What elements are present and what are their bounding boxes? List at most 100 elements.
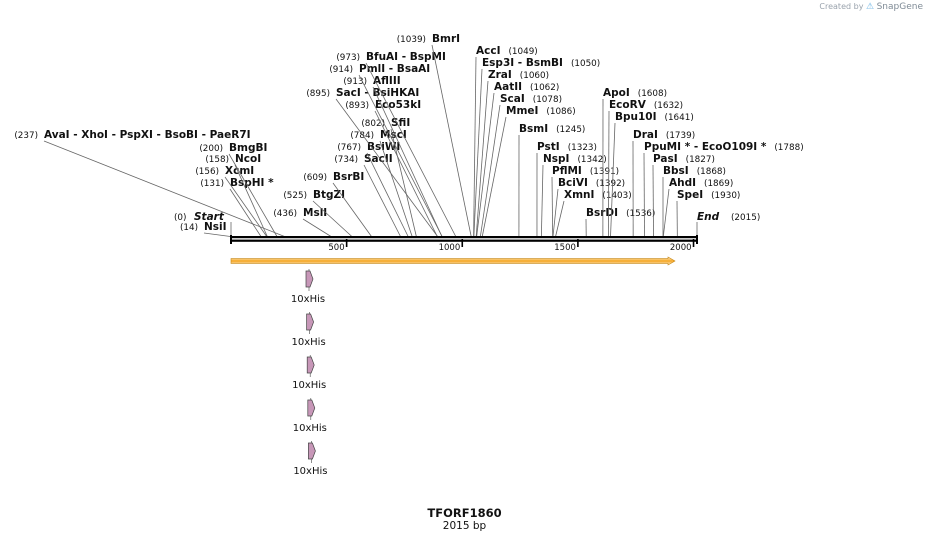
site-name: BmgBI bbox=[229, 142, 267, 154]
site-connector-line bbox=[303, 219, 332, 237]
site-nsii[interactable]: NsiI(14) bbox=[180, 221, 234, 237]
snapgene-credit: Created by ⚠ SnapGene bbox=[819, 2, 923, 12]
ruler-tick-label: 1000 bbox=[439, 243, 461, 253]
map-footer: TFORF1860 2015 bp bbox=[0, 506, 929, 533]
site-connector-line bbox=[644, 153, 645, 237]
site-position: (1403) bbox=[602, 191, 631, 201]
site-name: SpeI bbox=[677, 189, 703, 201]
site-name: ZraI bbox=[488, 69, 512, 81]
site-position: (914) bbox=[329, 65, 353, 75]
site-connector-line bbox=[552, 177, 553, 237]
site-connector-line bbox=[364, 165, 401, 237]
restriction-sites: NsiI(14)BspHI *(131)XcmI(156)NcoI(158)Bm… bbox=[14, 33, 803, 238]
ruler-tick-label: 2000 bbox=[670, 243, 692, 253]
site-position: (1050) bbox=[571, 59, 600, 69]
his-tag-feature[interactable]: 10xHis bbox=[292, 355, 326, 391]
site-position: (767) bbox=[337, 143, 361, 153]
ruler-tick bbox=[461, 239, 463, 247]
site-name: BciVI bbox=[558, 177, 588, 189]
his-tag-feature[interactable]: 10xHis bbox=[293, 398, 327, 434]
site-connector-line bbox=[663, 189, 669, 237]
site-connector-line bbox=[653, 165, 654, 237]
site-position: (895) bbox=[306, 89, 330, 99]
site-name: ScaI bbox=[500, 93, 525, 105]
site-position: (525) bbox=[283, 191, 307, 201]
site-position: (1342) bbox=[577, 155, 606, 165]
site-ahdi[interactable]: AhdI(1869) bbox=[663, 177, 733, 237]
site-position: (893) bbox=[345, 101, 369, 111]
backbone-bottom-strand bbox=[231, 240, 697, 242]
site-position: (1039) bbox=[397, 35, 426, 45]
ruler-tick bbox=[577, 239, 579, 247]
site-name: AvaI - XhoI - PspXI - BsoBI - PaeR7I bbox=[44, 129, 251, 141]
site-name: BbsI bbox=[663, 165, 689, 177]
his-tag-feature[interactable]: 10xHis bbox=[291, 269, 325, 305]
site-connector-line bbox=[336, 99, 438, 237]
site-bbsi[interactable]: BbsI(1868) bbox=[663, 165, 726, 237]
start-label: Start bbox=[194, 211, 225, 223]
site-bsrdi[interactable]: BsrDI (1536) bbox=[586, 207, 655, 237]
site-position: (14) bbox=[180, 223, 198, 233]
site-connector-line bbox=[204, 233, 234, 237]
site-name: XmnI bbox=[564, 189, 594, 201]
backbone-end-cap bbox=[696, 235, 698, 244]
site-name: MmeI bbox=[506, 105, 538, 117]
site-position: (1608) bbox=[638, 89, 667, 99]
site-bsrbi[interactable]: BsrBI(609) bbox=[303, 171, 371, 237]
snapgene-logo-icon: ⚠ bbox=[866, 2, 874, 12]
site-position: (1062) bbox=[530, 83, 559, 93]
feature-arrow bbox=[308, 400, 315, 416]
site-connector-line bbox=[541, 165, 543, 237]
map-title: TFORF1860 bbox=[0, 506, 929, 520]
his-tag-feature[interactable]: 10xHis bbox=[293, 441, 327, 477]
site-name: PasI bbox=[653, 153, 678, 165]
backbone-top-strand bbox=[231, 236, 697, 238]
site-position: (1739) bbox=[666, 131, 695, 141]
ruler-tick-label: 500 bbox=[328, 243, 344, 253]
features: 10xHis 10xHis 10xHis 10xHis 10xHis bbox=[231, 257, 675, 477]
site-name: AccI bbox=[476, 45, 500, 57]
dna-backbone: 500 1000 1500 2000 bbox=[230, 235, 698, 253]
ruler-tick bbox=[346, 239, 348, 247]
his-tag-feature[interactable]: 10xHis bbox=[292, 312, 326, 348]
site-name: BtgZI bbox=[313, 189, 345, 201]
orf-arrow[interactable] bbox=[231, 257, 675, 265]
site-name: MslI bbox=[303, 207, 327, 219]
site-name: PpuMI * - EcoO109I * bbox=[644, 141, 767, 153]
site-position: (784) bbox=[350, 131, 374, 141]
start-position: (0) bbox=[174, 213, 186, 223]
site-name: DraI bbox=[633, 129, 658, 141]
feature-label: 10xHis bbox=[293, 423, 327, 434]
ruler-tick bbox=[693, 239, 695, 247]
site-name: BsrDI bbox=[586, 207, 618, 219]
site-name: Esp3I - BsmBI bbox=[482, 57, 563, 69]
site-msli[interactable]: MslI (436) bbox=[273, 207, 331, 237]
site-position: (200) bbox=[199, 144, 223, 154]
site-name: SfiI bbox=[391, 117, 410, 129]
credit-prefix: Created by bbox=[819, 2, 863, 11]
site-connector-line bbox=[333, 183, 372, 237]
site-name: AatII bbox=[494, 81, 522, 93]
site-position: (1788) bbox=[774, 143, 803, 153]
site-position: (1536) bbox=[626, 209, 655, 219]
site-position: (973) bbox=[336, 53, 360, 63]
site-position: (1086) bbox=[546, 107, 575, 117]
site-position: (1245) bbox=[556, 125, 585, 135]
feature-arrow bbox=[308, 443, 315, 459]
map-length: 2015 bp bbox=[0, 520, 929, 533]
site-position: (1391) bbox=[590, 167, 619, 177]
feature-label: 10xHis bbox=[292, 337, 326, 348]
ruler-tick-label: 1500 bbox=[554, 243, 576, 253]
site-position: (1323) bbox=[568, 143, 597, 153]
site-position: (1392) bbox=[596, 179, 625, 189]
site-connector-line bbox=[313, 201, 352, 237]
site-name: PmlI - BsaAI bbox=[359, 63, 430, 75]
site-name: Eco53kI bbox=[375, 99, 421, 111]
feature-arrow bbox=[307, 357, 314, 373]
site-name: BspHI * bbox=[230, 177, 274, 189]
site-name: EcoRV bbox=[609, 99, 647, 111]
site-name: Bpu10I bbox=[615, 111, 657, 123]
site-position: (436) bbox=[273, 209, 297, 219]
site-position: (1869) bbox=[704, 179, 733, 189]
